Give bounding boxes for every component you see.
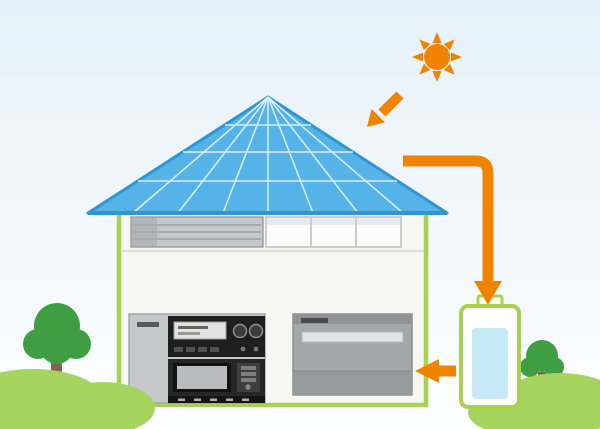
- battery-charge-level: [472, 328, 508, 399]
- sun-ray: [443, 39, 455, 51]
- battery-to-appliance-arrow: [415, 359, 456, 383]
- supply-arrowhead: [415, 359, 439, 383]
- sunlight-arrowhead: [367, 109, 385, 127]
- vent-window: [130, 216, 264, 248]
- sun-ray: [451, 52, 462, 62]
- storage-battery: [459, 294, 521, 409]
- power-flow-pipe: [403, 155, 494, 283]
- oven-buttons: [241, 366, 256, 382]
- sun-ray: [432, 32, 442, 43]
- tree-canopy: [23, 303, 91, 364]
- dishwasher-unit: [292, 313, 413, 396]
- cabinet-vent-slot: [137, 322, 159, 327]
- indicator-led: [253, 346, 259, 352]
- sun-ray: [419, 63, 431, 75]
- solar-panel-grid: [132, 96, 404, 214]
- bush-left: [0, 369, 155, 429]
- control-buttons: [174, 347, 219, 352]
- sun-icon: [412, 32, 462, 82]
- sun-ray: [419, 39, 431, 51]
- tree-canopy: [520, 340, 564, 377]
- roof-to-battery-flow: [403, 155, 502, 305]
- sunlight-arrow-shaft: [378, 91, 404, 117]
- display-line: [178, 326, 208, 329]
- control-display: [173, 321, 227, 340]
- sun-ray: [412, 52, 423, 62]
- dishwasher-lower-panel: [293, 371, 412, 395]
- second-floor-windows: [265, 216, 402, 248]
- oven-control-strip: [237, 363, 260, 392]
- vent-window-frame: [130, 216, 264, 248]
- dishwasher-vent-slot: [301, 318, 328, 323]
- display-line: [178, 332, 200, 335]
- sun-core: [424, 44, 450, 70]
- oven-dial: [245, 384, 251, 390]
- sun-ray: [443, 63, 455, 75]
- indicator-led: [240, 346, 246, 352]
- vent-louvers: [133, 224, 261, 240]
- sunlight-to-roof-arrow: [367, 91, 404, 127]
- house: [116, 209, 429, 408]
- sun-ray: [432, 71, 442, 82]
- kickplate-marks: [178, 398, 249, 401]
- window-top-shade: [267, 218, 400, 225]
- control-knob: [232, 323, 248, 339]
- dishwasher-top-band: [293, 314, 412, 324]
- solar-panel-roof: [86, 95, 449, 215]
- control-knob: [248, 323, 264, 339]
- power-flow-arrowhead: [474, 281, 502, 305]
- kitchen-oven-unit: [128, 313, 266, 404]
- dishwasher-handle: [301, 331, 404, 343]
- oven-door-window: [177, 366, 227, 389]
